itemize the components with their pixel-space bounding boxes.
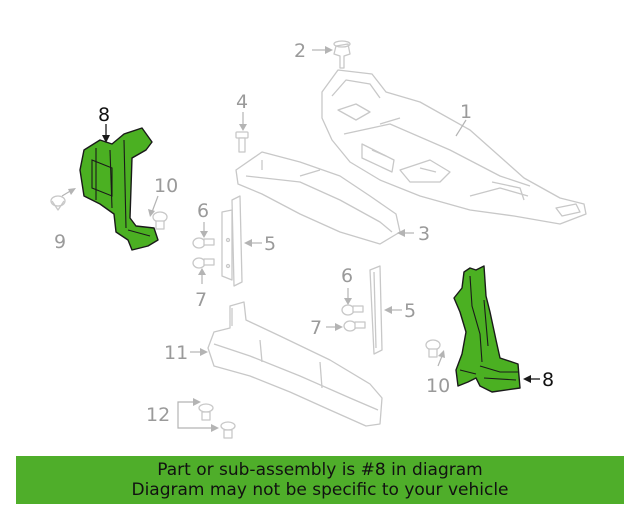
part-6-bolt-left — [192, 237, 215, 249]
part-7-bolt-left — [192, 257, 215, 269]
callout-10a-label: 10 — [154, 175, 178, 197]
part-11-lower-support — [207, 301, 383, 427]
callout-12-label: 12 — [146, 404, 170, 426]
callout-6a: 6 — [197, 200, 209, 238]
callout-5a-label: 5 — [264, 233, 276, 255]
callout-5a: 5 — [244, 233, 276, 255]
callout-3-label: 3 — [418, 223, 430, 245]
part-10-clip-right — [425, 339, 441, 358]
fitment-notice-banner: Part or sub-assembly is #8 in diagram Di… — [16, 456, 624, 504]
part-9-clip — [50, 195, 66, 211]
part-12-clip-a — [198, 403, 214, 421]
callout-11-label: 11 — [164, 342, 188, 364]
callout-10a: 10 — [148, 175, 178, 217]
callout-5b: 5 — [384, 300, 416, 322]
part-7-bolt-right — [343, 320, 366, 332]
callout-7a: 7 — [195, 268, 207, 311]
callout-5b-label: 5 — [404, 300, 416, 322]
callout-8a-label: 8 — [98, 104, 110, 126]
callout-6b-label: 6 — [341, 265, 353, 287]
callout-8a: 8 — [98, 104, 110, 143]
callout-10b: 10 — [426, 350, 450, 397]
callout-8b: 8 — [523, 369, 554, 391]
callout-9: 9 — [54, 188, 76, 253]
parts-diagram: 1 2 4 3 5 — [50, 40, 587, 439]
part-6-bolt-right — [341, 304, 364, 316]
callout-2-label: 2 — [294, 40, 306, 62]
callout-1: 1 — [455, 101, 472, 137]
banner-line-1: Part or sub-assembly is #8 in diagram — [157, 460, 483, 480]
part-8-deflector-left — [79, 127, 159, 251]
part-5-bracket-left — [221, 195, 243, 287]
part-2-clip — [333, 40, 351, 69]
part-5-bracket-right — [369, 265, 383, 355]
callout-11: 11 — [164, 342, 208, 364]
banner-line-2: Diagram may not be specific to your vehi… — [131, 480, 509, 500]
part-4-bolt — [235, 131, 249, 153]
callout-4: 4 — [236, 91, 248, 131]
callout-9-label: 9 — [54, 231, 66, 253]
callout-1-label: 1 — [460, 101, 472, 123]
callout-4-label: 4 — [236, 91, 248, 113]
callout-10b-label: 10 — [426, 375, 450, 397]
part-10-clip-left — [152, 211, 168, 230]
callout-3: 3 — [397, 223, 430, 245]
callout-7b: 7 — [310, 317, 343, 339]
callout-12: 12 — [146, 398, 219, 432]
callout-2: 2 — [294, 40, 333, 62]
callout-6b: 6 — [341, 265, 353, 305]
callout-8b-label: 8 — [542, 369, 554, 391]
callout-7b-label: 7 — [310, 317, 322, 339]
part-8-deflector-right — [453, 265, 521, 393]
callout-6a-label: 6 — [197, 200, 209, 222]
part-1-support-cover — [321, 69, 587, 225]
part-12-clip-b — [220, 421, 236, 439]
callout-7a-label: 7 — [195, 289, 207, 311]
